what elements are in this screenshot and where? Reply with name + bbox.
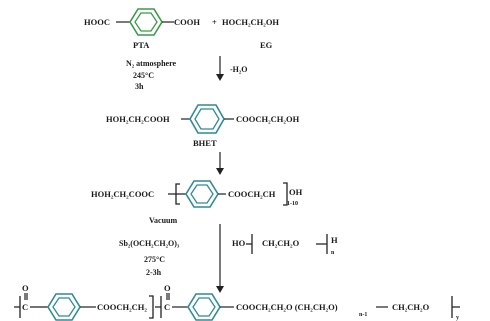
copolymer-outer-right-bracket [451, 296, 460, 318]
water-byproduct: -H₂O [230, 65, 248, 74]
peg-right-bracket [316, 234, 328, 254]
peg-unit: CH₂CH₂O [262, 238, 300, 248]
plus-sign: + [212, 17, 217, 27]
carbonyl-oxygen-2: O [164, 283, 171, 293]
condition-time: 2-3h [146, 268, 162, 277]
oligomer-left-group: HOH₂CH₂COOC [91, 189, 154, 199]
arrow-head-icon [216, 286, 224, 293]
copolymer-subscript-y: y [456, 315, 459, 321]
carbonyl-carbon-1: C [22, 302, 28, 312]
bhet-label: BHET [193, 138, 217, 148]
copolymer-subscript-n1: n-1 [359, 312, 367, 318]
oligomer-end-group: OH [289, 187, 303, 197]
bhet-left-group: HOH₂CH₂COOH [106, 114, 170, 124]
oligomer-right-group: COOCH₂CH [228, 189, 276, 199]
copolymer-ester-1: COOCH₂CH₂ [97, 302, 147, 312]
peg-reagent: HO CH₂CH₂O H n [232, 234, 338, 256]
eg-formula: HOCH₂CH₂OH [222, 17, 279, 27]
pta-right-cooh: COOH [174, 17, 200, 27]
catalyst-label: Sb₂(OCH₂CH₂O)₃ [119, 239, 180, 248]
bhet-intermediate: HOH₂CH₂COOH COOCH₂CH₂OH BHET [106, 104, 300, 148]
copolymer-benzene-ring-1-icon [47, 293, 81, 321]
condition-temperature: 245°C [133, 71, 154, 80]
copolymer-mid-bracket [149, 295, 154, 319]
copolymer-second-bracket [155, 296, 162, 318]
copolymer-benzene-ring-2-icon [187, 293, 221, 321]
copolymer-ester-2: COOCH₂CH₂O (CH₂CH₂O) [236, 302, 338, 312]
arrow-head-icon [216, 74, 224, 81]
copolymer-end-unit: CH₂CH₂O [392, 302, 430, 312]
condition-atmosphere: N₂ atmosphere [126, 59, 176, 68]
right-repeat-bracket [283, 182, 288, 206]
pet-peg-copolymer: C O COOCH₂CH₂ C O COOCH₂CH₂O (CH₂CH₂O) n… [14, 283, 460, 321]
arrow-head-icon [216, 168, 224, 175]
condition-time: 3h [135, 82, 144, 91]
oligomer-benzene-ring-icon [185, 180, 219, 208]
oligomer-subscript: 1-10 [287, 201, 298, 207]
esterification-arrow: N₂ atmosphere 245°C 3h -H₂O [126, 56, 248, 91]
bhet-right-group: COOCH₂CH₂OH [236, 114, 300, 124]
pta-eg-reactants: HOOC COOH + HOCH₂CH₂OH PTA EG [84, 8, 279, 50]
carbonyl-oxygen-1: O [22, 283, 29, 293]
left-repeat-bracket [175, 183, 180, 205]
oligomerization-arrow [216, 152, 224, 175]
pta-left-cooh: HOOC [84, 17, 110, 27]
bhet-benzene-ring-icon [189, 104, 225, 134]
peg-ho: HO [232, 238, 246, 248]
pet-oligomer: HOH₂CH₂COOC COOCH₂CH OH 1-10 [91, 180, 303, 208]
condition-vacuum: Vacuum [149, 216, 177, 225]
pta-label: PTA [133, 40, 150, 50]
peg-h: H [331, 235, 338, 245]
peg-n: n [331, 250, 335, 256]
polycondensation-arrow: Vacuum Sb₂(OCH₂CH₂O)₃ 275°C 2-3h HO CH₂C… [119, 216, 338, 293]
pta-benzene-ring-icon [129, 8, 163, 36]
condition-temperature: 275°C [144, 255, 165, 264]
copolymer-outer-left-bracket [14, 296, 21, 318]
carbonyl-carbon-2: C [164, 302, 170, 312]
eg-label: EG [260, 40, 273, 50]
peg-left-bracket [246, 234, 253, 254]
